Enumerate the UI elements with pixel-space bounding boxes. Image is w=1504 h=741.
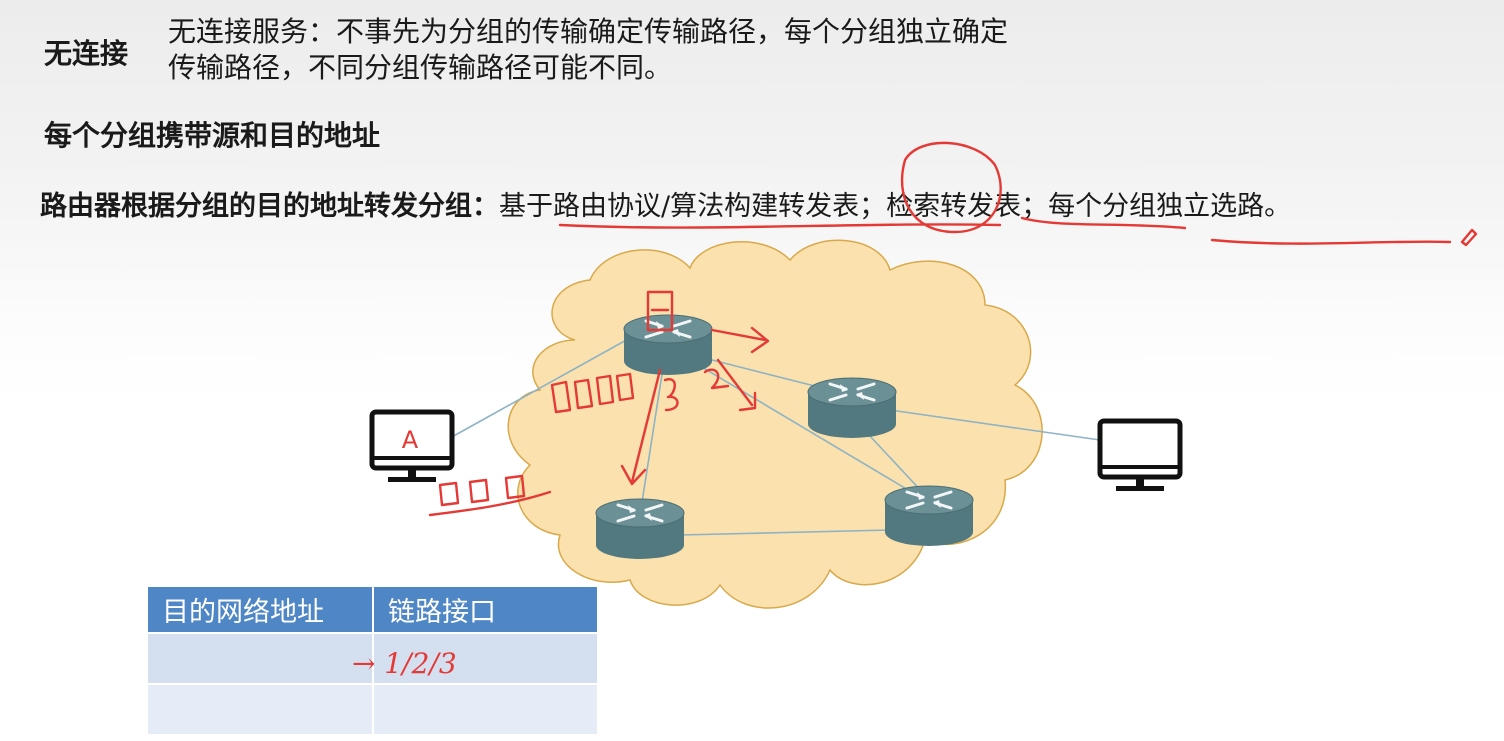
- table-row: [148, 632, 597, 684]
- forwarding-line: 路由器根据分组的目的地址转发分组：基于路由协议/算法构建转发表；检索转发表；每个…: [40, 184, 1291, 223]
- table-cell: [148, 632, 374, 684]
- table-annotation: → 1/2/3: [352, 647, 457, 680]
- underline-routing: [1210, 238, 1452, 245]
- packets-at-host-a: [428, 474, 552, 517]
- annotation-number-2: [703, 368, 730, 390]
- column-dest-network: 目的网络地址: [148, 587, 374, 633]
- router-1-icon: [622, 313, 714, 377]
- routing-table-header: 目的网络地址 链路接口: [148, 587, 597, 633]
- routing-table: 目的网络地址 链路接口: [148, 587, 597, 734]
- service-description: 无连接服务：不事先为分组的传输确定传输路径，每个分组独立确定 传输路径，不同分组…: [168, 14, 1008, 86]
- underline-protocol: [558, 223, 1002, 229]
- table-cell: [148, 683, 374, 734]
- connectionless-title: 无连接: [44, 37, 129, 70]
- arrow-down-right: [716, 358, 757, 412]
- circle-annotation: [900, 141, 1002, 234]
- table-cell: [373, 632, 597, 684]
- service-description-line-1: 无连接服务：不事先为分组的传输确定传输路径，每个分组独立确定: [168, 15, 1009, 48]
- link-a-r1: [449, 337, 631, 439]
- address-note: 每个分组携带源和目的地址: [44, 119, 381, 152]
- router-2-icon: [806, 376, 898, 440]
- link-r1-r4: [689, 359, 926, 501]
- arrow-down-left: [620, 368, 662, 486]
- packets-near-router: [550, 372, 635, 414]
- column-link-interface: 链路接口: [373, 587, 597, 633]
- table-cell: [373, 683, 597, 734]
- router-4-icon: [883, 484, 975, 548]
- router-3-icon: [594, 497, 686, 561]
- service-description-line-2: 传输路径，不同分组传输路径可能不同。: [168, 51, 673, 84]
- host-b-monitor-icon: [1100, 421, 1180, 491]
- arrow-right: [710, 326, 770, 354]
- forwarding-steps: 基于路由协议/算法构建转发表；检索转发表；每个分组独立选路。: [499, 191, 1292, 222]
- host-a-label: A: [402, 426, 419, 454]
- table-row: [148, 683, 597, 734]
- packet-on-router: [646, 290, 674, 332]
- underline-lookup: [1020, 216, 1187, 230]
- forwarding-lead: 路由器根据分组的目的地址转发分组：: [40, 191, 499, 222]
- pen-cursor-icon: [1460, 228, 1478, 247]
- network-cloud: [507, 239, 1043, 609]
- link-r3-r4: [679, 529, 891, 536]
- link-r2-b: [889, 409, 1101, 441]
- annotation-number-3: [663, 378, 679, 412]
- link-r1-r3: [639, 354, 666, 516]
